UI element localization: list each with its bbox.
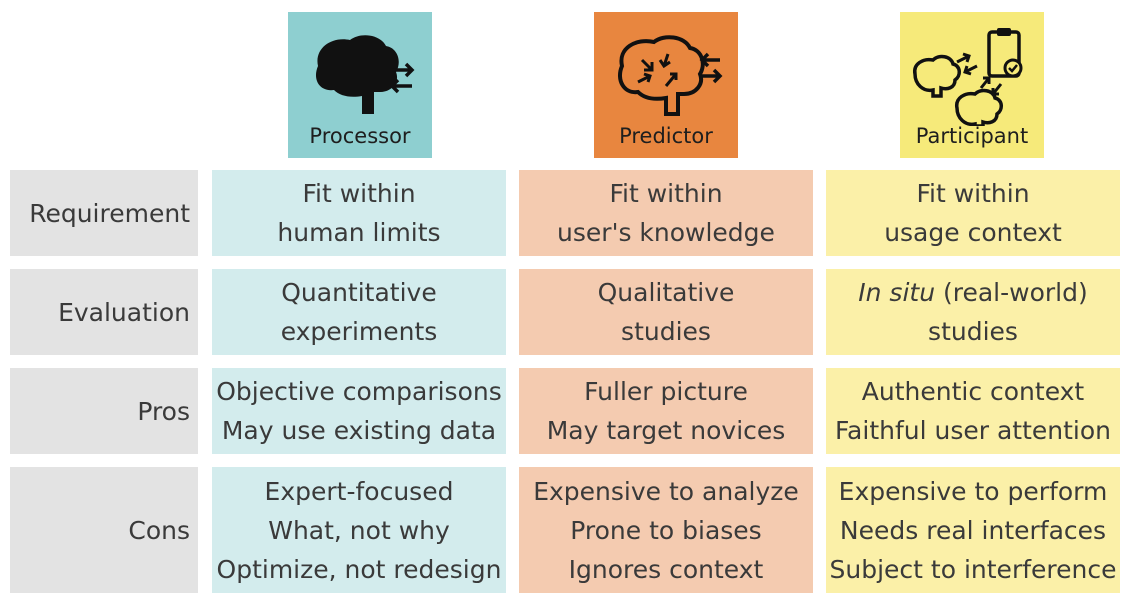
cell-line: studies xyxy=(928,317,1018,346)
header-label: Predictor xyxy=(619,124,713,148)
cell-predictor-requirement: Fit within user's knowledge xyxy=(519,170,813,256)
cell-line: Expensive to analyze xyxy=(533,476,799,506)
cell-line: experiments xyxy=(280,317,438,346)
cell-line: Expensive to perform xyxy=(838,476,1108,506)
cell-line: Needs real interfaces xyxy=(839,515,1107,545)
cell-line: Fuller picture xyxy=(584,377,748,406)
row-label-cons: Cons xyxy=(10,467,198,593)
cell-line: human limits xyxy=(277,218,441,247)
row-label-requirement: Requirement xyxy=(10,170,198,256)
cell-participant-pros: Authentic context Faithful user attentio… xyxy=(826,368,1120,454)
cell-predictor-cons: Expensive to analyze Prone to biases Ign… xyxy=(519,467,813,593)
italic-text: In situ xyxy=(858,278,936,307)
cell-line: Optimize, not redesign xyxy=(216,554,502,584)
cell-predictor-pros: Fuller picture May target novices xyxy=(519,368,813,454)
header-label: Processor xyxy=(309,124,411,148)
cell-processor-requirement: Fit within human limits xyxy=(212,170,506,256)
row-label-pros: Pros xyxy=(10,368,198,454)
cell-line: May target novices xyxy=(546,416,786,445)
cell-line: Fit within xyxy=(916,179,1030,208)
cell-line: Quantitative xyxy=(281,278,437,307)
cell-line: What, not why xyxy=(268,515,450,545)
cell-text: (real-world) xyxy=(935,278,1088,307)
cell-line: Fit within xyxy=(609,179,723,208)
brain-inner-arrows-icon xyxy=(618,35,723,116)
cell-processor-pros: Objective comparisons May use existing d… xyxy=(212,368,506,454)
cell-line: Qualitative xyxy=(597,278,735,307)
cell-line: user's knowledge xyxy=(557,218,775,247)
cell-predictor-evaluation: Qualitative studies xyxy=(519,269,813,355)
brain-arrows-icon xyxy=(315,35,415,115)
header-label: Participant xyxy=(915,124,1029,148)
cell-line: studies xyxy=(621,317,711,346)
cell-line: Faithful user attention xyxy=(834,416,1112,445)
cell-line: Prone to biases xyxy=(570,515,762,545)
row-label-evaluation: Evaluation xyxy=(10,269,198,355)
cell-line: Ignores context xyxy=(568,554,764,584)
brains-clipboard-icon xyxy=(913,28,1023,126)
predictor-header: Predictor xyxy=(594,12,738,158)
cell-line: In situ (real-world) xyxy=(858,273,1087,312)
cell-line: Authentic context xyxy=(861,377,1085,406)
cell-line: May use existing data xyxy=(221,416,497,445)
cell-line: Objective comparisons xyxy=(216,377,502,406)
cell-participant-requirement: Fit within usage context xyxy=(826,170,1120,256)
cell-line: Expert-focused xyxy=(264,476,454,506)
cell-processor-evaluation: Quantitative experiments xyxy=(212,269,506,355)
participant-header: Participant xyxy=(900,12,1044,158)
cell-participant-evaluation: In situ (real-world) studies xyxy=(826,269,1120,355)
cell-line: Fit within xyxy=(302,179,416,208)
cell-line: usage context xyxy=(884,218,1062,247)
cell-participant-cons: Expensive to perform Needs real interfac… xyxy=(826,467,1120,593)
cell-processor-cons: Expert-focused What, not why Optimize, n… xyxy=(212,467,506,593)
cell-line: Subject to interference xyxy=(829,554,1117,584)
processor-header: Processor xyxy=(288,12,432,158)
